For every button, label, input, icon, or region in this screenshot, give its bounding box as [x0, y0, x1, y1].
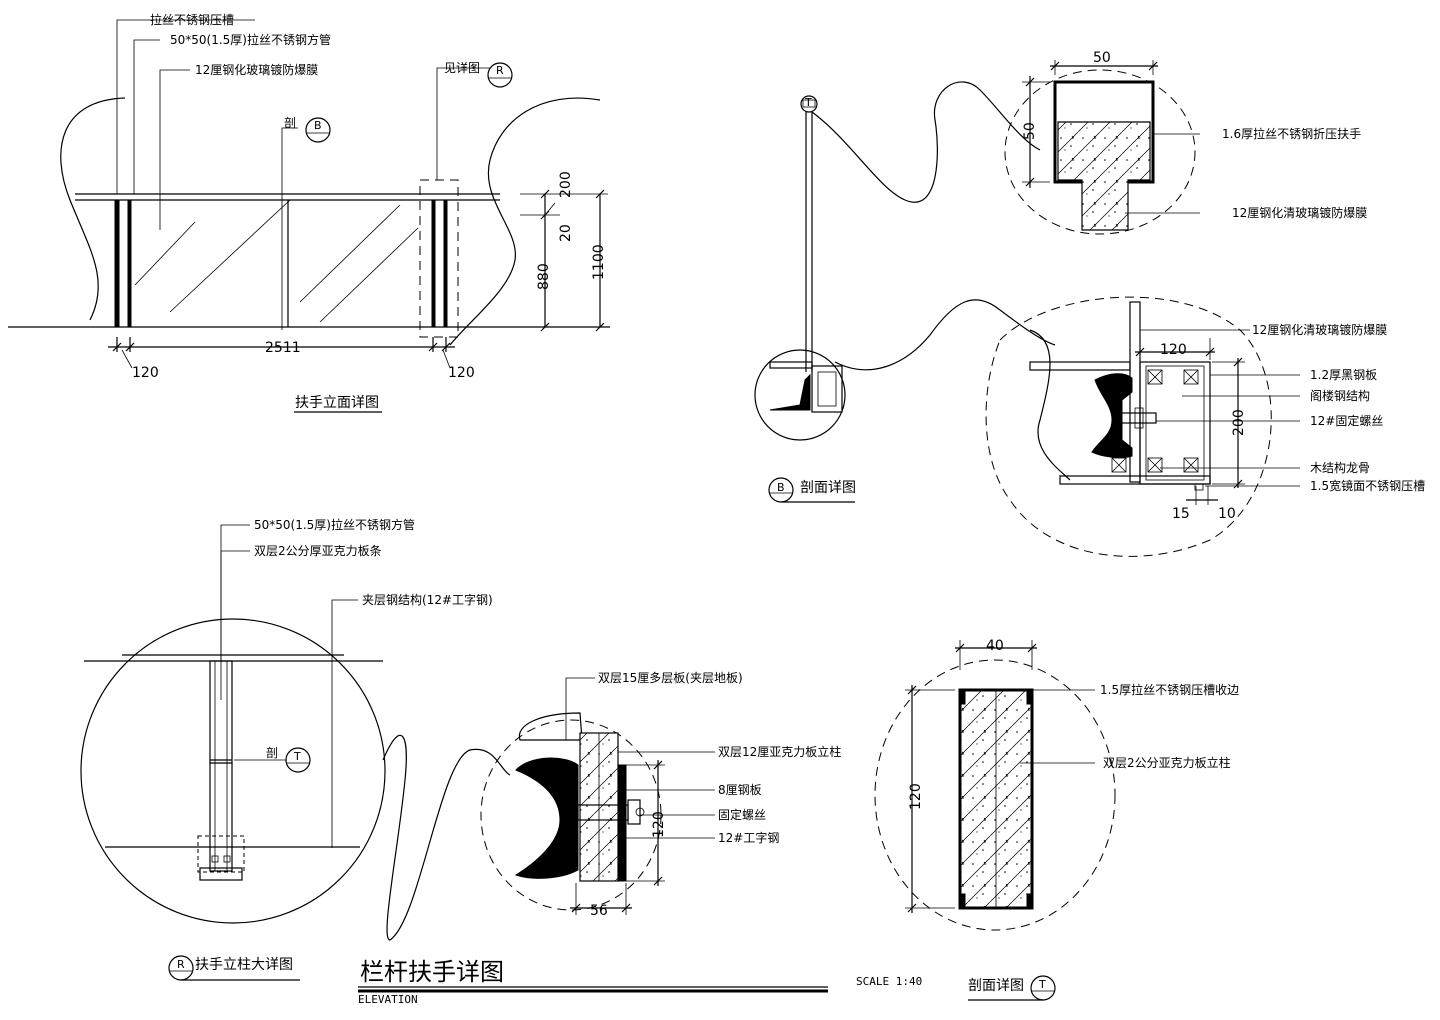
dim-50-height: 50: [1022, 122, 1038, 140]
section-t-title: 剖面详图: [968, 978, 1024, 994]
post-detail-view: [80, 524, 511, 981]
dim-120-left: 120: [132, 365, 159, 381]
dim-20: 20: [558, 224, 574, 242]
dim-200: 200: [558, 171, 574, 198]
dim-10: 10: [1218, 506, 1236, 522]
label-loft-steel: 阁楼钢结构: [1310, 388, 1370, 403]
label-mirror-ss-groove: 1.5宽镜面不锈钢压槽: [1310, 478, 1425, 493]
dim-15: 15: [1172, 506, 1190, 522]
label-section-ref: 剖: [284, 116, 296, 130]
elevation-view: [8, 19, 610, 413]
dim-50-width: 50: [1093, 50, 1111, 66]
label-tempered-glass: 12厘钢化玻璃镀防爆膜: [195, 62, 318, 77]
section-b-mark: B: [777, 481, 785, 494]
post-detail-title: 扶手立柱大详图: [195, 957, 293, 973]
section-b-title: 剖面详图: [800, 480, 856, 496]
label-multilayer-board: 双层15厘多层板(夹层地板): [598, 671, 743, 685]
dim-120-section-b: 120: [1160, 342, 1187, 358]
label-fixing-screw-12: 12#固定螺丝: [1310, 413, 1383, 428]
sheet-scale: SCALE 1:40: [856, 975, 922, 988]
label-mezzanine-steel: 夹层钢结构(12#工字钢): [362, 592, 493, 607]
label-clear-glass-top: 12厘钢化清玻璃镀防爆膜: [1232, 205, 1367, 220]
label-wood-keel: 木结构龙骨: [1310, 460, 1370, 475]
dim-200-section-b: 200: [1231, 409, 1247, 436]
base-detail-view: [480, 677, 715, 915]
section-b-view: [754, 60, 1300, 557]
label-fixing-screw: 固定螺丝: [718, 807, 766, 822]
section-mark-b: B: [314, 119, 322, 132]
label-acrylic-strip: 双层2公分厚亚克力板条: [254, 544, 382, 558]
dim-40: 40: [986, 638, 1004, 654]
post-top-mark: T: [804, 96, 812, 109]
sheet-title: 栏杆扶手详图: [360, 958, 504, 986]
label-clear-glass-bottom: 12厘钢化清玻璃镀防爆膜: [1252, 322, 1387, 337]
dim-120-base: 120: [651, 811, 667, 838]
dim-120-right: 120: [448, 365, 475, 381]
sheet-title-block: [358, 986, 828, 993]
label-post-section-ref: 剖: [266, 746, 278, 760]
label-see-detail: 见详图: [444, 60, 480, 75]
sheet-subtitle: ELEVATION: [358, 993, 418, 1006]
post-section-mark-t: T: [293, 750, 301, 763]
label-ss-square-tube: 50*50(1.5厚)拉丝不锈钢方管: [170, 32, 331, 47]
label-post-tube: 50*50(1.5厚)拉丝不锈钢方管: [254, 517, 415, 532]
label-acrylic-post-2cm: 双层2公分亚克力板立柱: [1103, 755, 1231, 770]
dim-120-section-t: 120: [908, 783, 924, 810]
elevation-title: 扶手立面详图: [295, 395, 379, 411]
dim-880: 880: [536, 263, 552, 290]
section-t-mark: T: [1038, 978, 1046, 991]
label-brushed-ss-groove: 拉丝不锈钢压槽: [150, 12, 234, 27]
label-ss-edge-groove: 1.5厚拉丝不锈钢压槽收边: [1100, 682, 1239, 697]
post-detail-mark-r: R: [177, 958, 185, 971]
label-steel-plate-8: 8厘钢板: [718, 783, 762, 797]
dim-1100: 1100: [591, 244, 607, 280]
label-i-beam-12: 12#工字钢: [718, 830, 779, 845]
detail-mark-r: R: [496, 64, 504, 77]
label-folded-handrail: 1.6厚拉丝不锈钢折压扶手: [1222, 126, 1361, 141]
label-acrylic-post-12: 双层12厘亚克力板立柱: [718, 744, 841, 759]
section-t-view: [874, 640, 1116, 1001]
label-black-steel-plate: 1.2厚黑钢板: [1310, 368, 1377, 382]
dim-2511: 2511: [265, 340, 301, 356]
dim-56: 56: [590, 903, 608, 919]
